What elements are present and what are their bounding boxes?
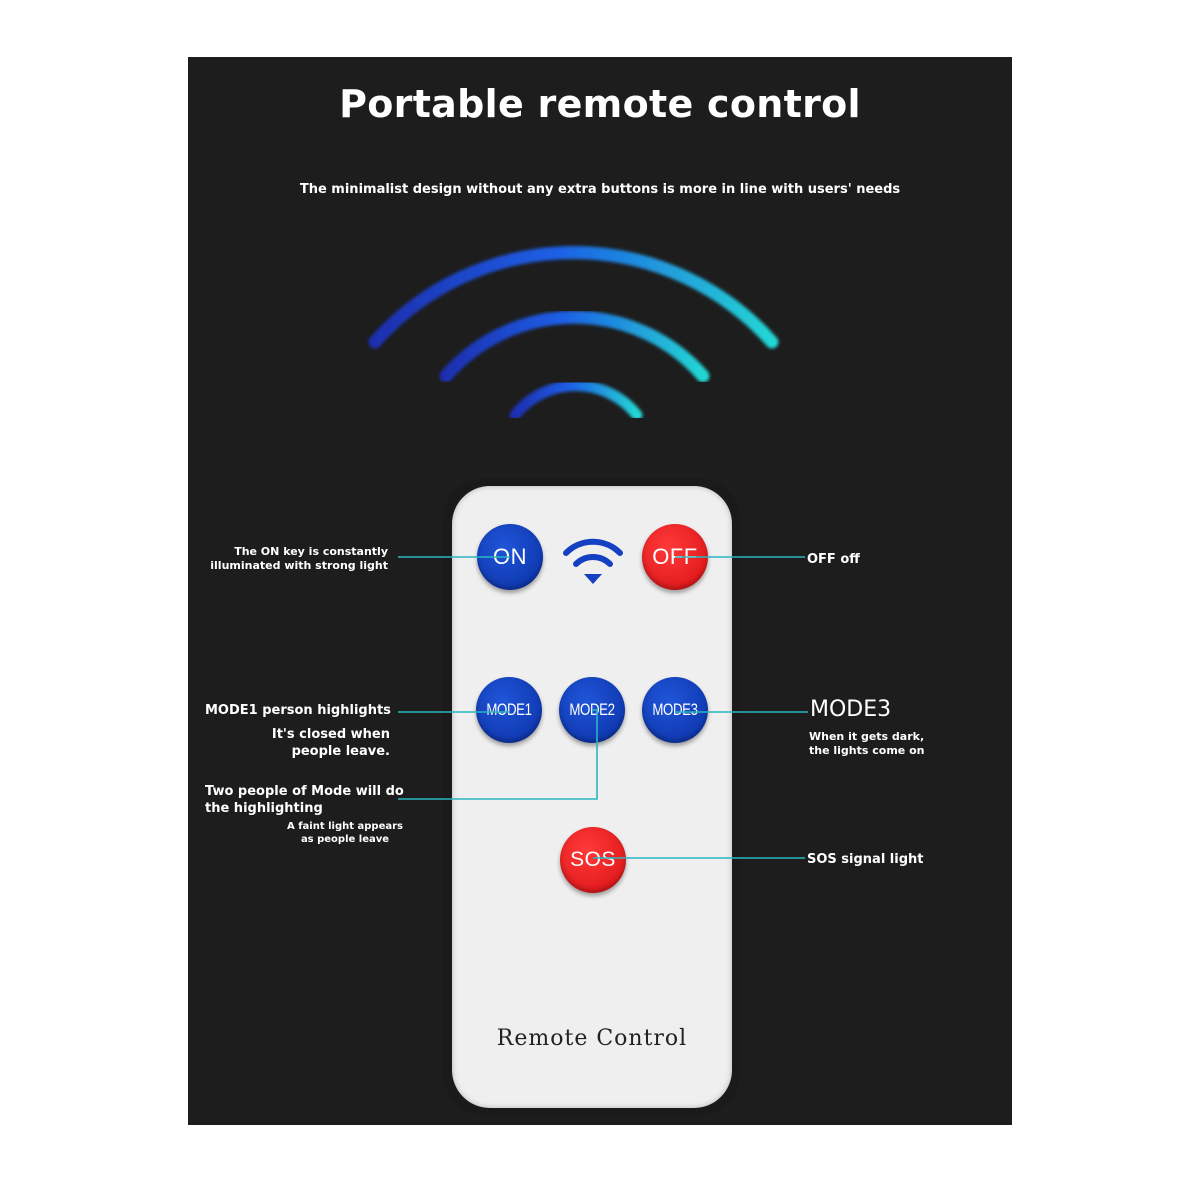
on-annotation-line1: The ON key is constantly [234,545,388,558]
mode2-annotation-sub1: A faint light appears [286,821,403,832]
mode1-annotation-title: MODE1 person highlights [205,703,391,718]
remote-control-face [452,486,732,1108]
mode2-annotation-sub: A faint light appears as people leave [280,820,410,846]
mode3-annotation-title: MODE3 [810,697,892,722]
on-annotation-line2: illuminated with strong light [210,559,388,572]
inner-wave-arc [509,380,643,421]
mode2-annotation: Two people of Mode will do the highlight… [205,783,404,817]
wifi-icon [563,538,623,584]
middle-wave-arc [439,310,710,383]
mode3-button-label: MODE3 [652,700,698,719]
outer-wave-arc [368,246,779,349]
mode1-annotation-line2: people leave. [291,744,390,759]
page-subtitle: The minimalist design without any extra … [299,182,901,197]
mode1-button-label: MODE1 [486,700,532,719]
mode1-annotation-line1: It's closed when [271,727,390,742]
mode3-annotation-line1: When it gets dark, [809,730,925,743]
mode2-annotation-line1: Two people of Mode will do [205,784,404,799]
off-annotation: OFF off [807,552,860,567]
mode1-button[interactable]: MODE1 [476,677,542,743]
sos-button-label: SOS [570,848,616,871]
mode3-annotation-desc: When it gets dark, the lights come on [809,730,924,758]
mode2-annotation-sub2: as people leave [300,834,390,845]
mode3-button[interactable]: MODE3 [642,677,708,743]
mode2-annotation-line2: the highlighting [205,801,323,816]
on-annotation: The ON key is constantly illuminated wit… [200,545,388,573]
remote-control-label: Remote Control [496,1026,688,1051]
page-title: Portable remote control [339,82,861,126]
mode1-annotation-desc: It's closed when people leave. [230,726,390,760]
sos-button[interactable]: SOS [560,827,626,893]
mode2-leader-line [398,709,598,800]
sos-annotation: SOS signal light [807,852,924,867]
mode3-annotation-line2: the lights come on [809,744,925,757]
